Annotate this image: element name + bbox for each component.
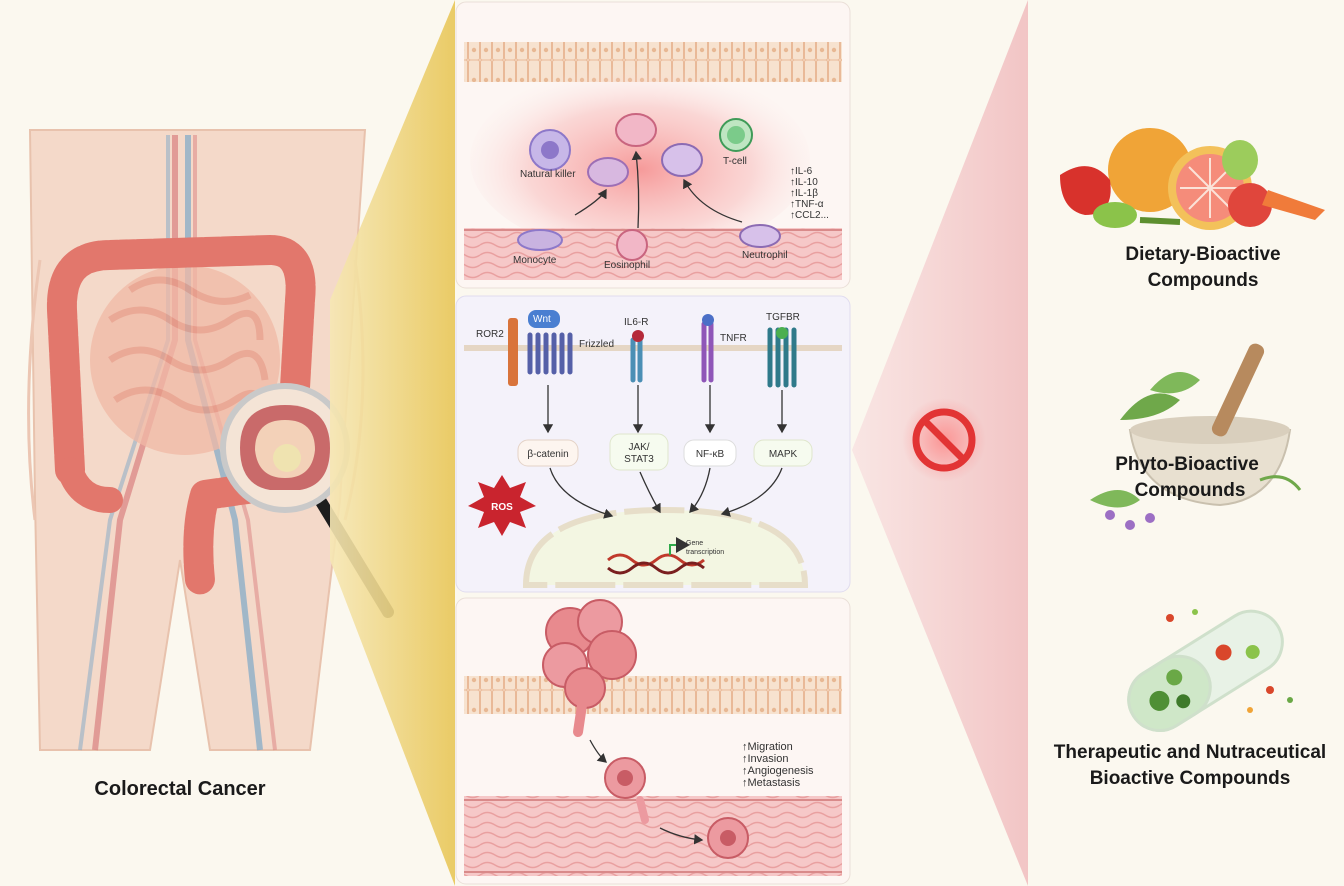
effect-item: ↑Angiogenesis: [742, 765, 814, 777]
wnt-label: Wnt: [533, 314, 551, 325]
cytokine-item: ↑CCL2...: [790, 210, 829, 221]
effect-item: ↑Invasion: [742, 753, 788, 765]
phyto-title-line1: Phyto-Bioactive: [1115, 454, 1259, 475]
natural-killer-label: Natural killer: [520, 169, 576, 180]
cytokine-item: ↑IL-10: [790, 177, 818, 188]
jak-label: JAK/: [628, 442, 649, 453]
transcription-label: transcription: [686, 549, 724, 556]
metastasis-effects-list: ↑Migration ↑Invasion ↑Angiogenesis ↑Meta…: [742, 741, 814, 789]
eosinophil-label: Eosinophil: [604, 260, 650, 271]
fruit-vegetables-icon: [1060, 128, 1325, 230]
il6r-label: IL6-R: [624, 317, 648, 328]
colon: [46, 234, 316, 595]
signaling-panel: ROR2 Wnt Frizzled IL6-R TNFR TGFBR β-cat…: [455, 295, 851, 593]
effect-item: ↑Metastasis: [742, 777, 801, 789]
tnfr-label: TNFR: [720, 333, 747, 344]
ror2-label: ROR2: [476, 329, 504, 340]
cytokine-item: ↑TNF-α: [790, 199, 824, 210]
gene-label: Gene: [686, 540, 703, 547]
small-intestine: [90, 265, 280, 455]
neutrophil-label: Neutrophil: [742, 250, 788, 261]
inhibit-icon: [902, 398, 986, 482]
t-cell-label: T-cell: [723, 156, 747, 167]
dietary-title-line2: Compounds: [1148, 270, 1259, 291]
therapeutic-title-line2: Bioactive Compounds: [1090, 768, 1291, 789]
dietary-title-line1: Dietary-Bioactive: [1125, 244, 1280, 265]
frizzled-label: Frizzled: [579, 339, 614, 350]
mortar-herbs-icon: [1090, 343, 1302, 530]
colorectal-cancer-title: Colorectal Cancer: [94, 778, 265, 800]
phyto-title-line2: Compounds: [1135, 480, 1246, 501]
cytokine-list: ↑IL-6 ↑IL-10 ↑IL-1β ↑TNF-α ↑CCL2...: [790, 166, 829, 221]
metastasis-panel: ↑Migration ↑Invasion ↑Angiogenesis ↑Meta…: [455, 597, 851, 885]
effect-item: ↑Migration: [742, 741, 793, 753]
inflammation-panel: Natural killer T-cell Monocyte Eosinophi…: [455, 1, 851, 289]
beta-catenin-label: β-catenin: [527, 449, 568, 460]
therapeutic-title-line1: Therapeutic and Nutraceutical: [1054, 742, 1326, 763]
tgfbr-label: TGFBR: [766, 312, 800, 323]
ros-burst-icon: [468, 475, 536, 536]
tumor-cluster: [542, 599, 637, 737]
stat3-label: STAT3: [624, 454, 654, 465]
monocyte-label: Monocyte: [513, 255, 557, 266]
capsule-icon: [1127, 609, 1293, 732]
nfkb-label: NF-κB: [696, 449, 725, 460]
ros-label: ROS: [491, 502, 513, 513]
cytokine-item: ↑IL-1β: [790, 188, 818, 199]
zoom-connector-left: [330, 0, 455, 886]
cytokine-item: ↑IL-6: [790, 166, 813, 177]
mapk-label: MAPK: [769, 449, 798, 460]
